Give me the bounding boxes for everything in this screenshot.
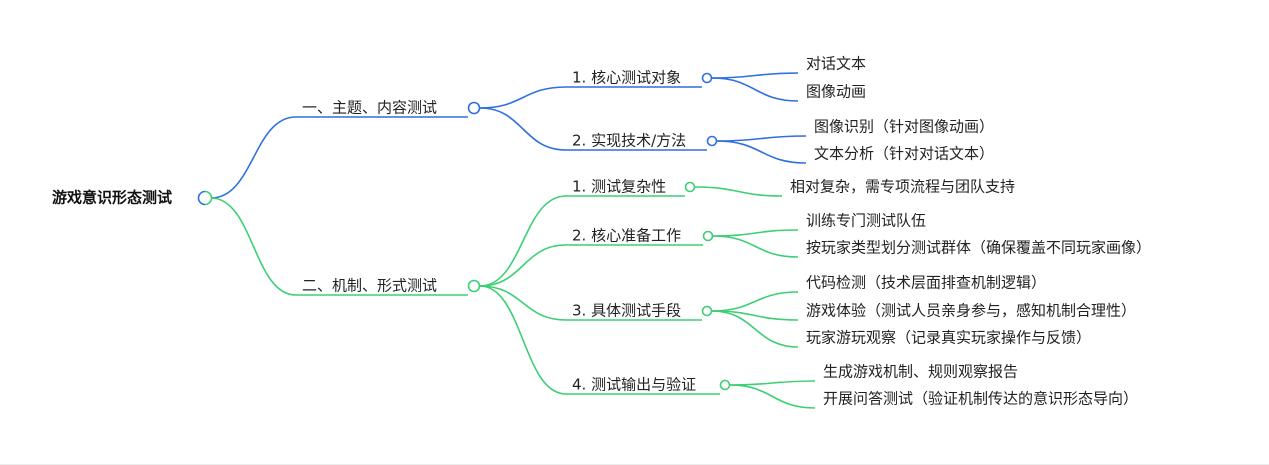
leaf-1-0-0-label: 相对复杂，需专项流程与团队支持 bbox=[790, 178, 1015, 196]
edge-branch-0-to-node-1 bbox=[479, 107, 567, 151]
root-toggle-green-half bbox=[204, 190, 213, 206]
node-1-2-collapse-toggle[interactable] bbox=[701, 305, 713, 317]
branch-1-collapse-toggle[interactable] bbox=[467, 279, 481, 293]
node-1-0-collapse-toggle[interactable] bbox=[684, 181, 696, 193]
node-0-1-label: 2. 实现技术/方法 bbox=[572, 132, 686, 150]
edge-branch-1-to-node-1 bbox=[479, 244, 567, 287]
branch-0-label: 一、主题、内容测试 bbox=[302, 99, 437, 117]
leaf-0-0-0-label: 对话文本 bbox=[806, 55, 866, 73]
edge-node-1-3-to-leaf-1 bbox=[729, 384, 816, 409]
leaf-1-2-2-label: 玩家游玩观察（记录真实玩家操作与反馈） bbox=[806, 329, 1091, 347]
leaf-0-1-1-label: 文本分析（针对对话文本） bbox=[814, 145, 994, 163]
edge-branch-1-to-node-0 bbox=[479, 195, 567, 287]
leaf-1-3-0-label: 生成游戏机制、规则观察报告 bbox=[823, 363, 1018, 381]
edge-root-to-branch-1 bbox=[210, 197, 297, 296]
edge-node-1-2-to-leaf-2 bbox=[711, 310, 799, 348]
node-1-2-label: 3. 具体测试手段 bbox=[572, 302, 681, 320]
root-node-label: 游戏意识形态测试 bbox=[52, 189, 172, 207]
edge-node-1-2-to-leaf-0 bbox=[711, 291, 799, 312]
edge-root-to-branch-0 bbox=[210, 116, 297, 199]
leaf-1-1-0-label: 训练专门测试队伍 bbox=[806, 212, 926, 230]
leaf-1-2-0-label: 代码检测（技术层面排查机制逻辑） bbox=[806, 274, 1046, 292]
edge-node-0-0-to-leaf-0 bbox=[711, 72, 799, 79]
edge-node-1-1-to-leaf-1 bbox=[712, 235, 799, 258]
node-1-1-collapse-toggle[interactable] bbox=[702, 230, 714, 242]
node-1-3-label: 4. 测试输出与验证 bbox=[572, 376, 696, 394]
edge-node-1-1-to-leaf-0 bbox=[712, 229, 799, 237]
leaf-1-3-1-label: 开展问答测试（验证机制传达的意识形态导向） bbox=[823, 390, 1138, 408]
node-0-1-collapse-toggle[interactable] bbox=[706, 135, 718, 147]
edge-node-1-0-to-leaf-0 bbox=[694, 186, 783, 197]
node-0-0-label: 1. 核心测试对象 bbox=[572, 69, 681, 87]
edge-branch-1-to-node-2 bbox=[479, 285, 567, 321]
branch-1-label: 二、机制、形式测试 bbox=[302, 277, 437, 295]
node-1-1-label: 2. 核心准备工作 bbox=[572, 227, 681, 245]
edge-node-1-3-to-leaf-0 bbox=[729, 380, 816, 386]
leaf-1-1-1-label: 按玩家类型划分测试群体（确保覆盖不同玩家画像） bbox=[806, 239, 1151, 257]
node-0-0-collapse-toggle[interactable] bbox=[701, 72, 713, 84]
branch-0-collapse-toggle[interactable] bbox=[467, 101, 481, 115]
node-1-0-label: 1. 测试复杂性 bbox=[572, 178, 666, 196]
edge-branch-0-to-node-0 bbox=[479, 86, 567, 109]
leaf-0-0-1-label: 图像动画 bbox=[806, 83, 866, 101]
node-1-3-collapse-toggle[interactable] bbox=[719, 379, 731, 391]
root-toggle-blue-half[interactable] bbox=[197, 190, 206, 206]
edge-node-0-1-to-leaf-1 bbox=[716, 140, 807, 164]
leaf-0-1-0-label: 图像识别（针对图像动画） bbox=[814, 118, 994, 136]
edge-node-0-1-to-leaf-0 bbox=[716, 135, 807, 142]
leaf-1-2-1-label: 游戏体验（测试人员亲身参与，感知机制合理性） bbox=[806, 302, 1136, 320]
edge-node-0-0-to-leaf-1 bbox=[711, 77, 799, 102]
edge-branch-1-to-node-3 bbox=[479, 285, 567, 395]
